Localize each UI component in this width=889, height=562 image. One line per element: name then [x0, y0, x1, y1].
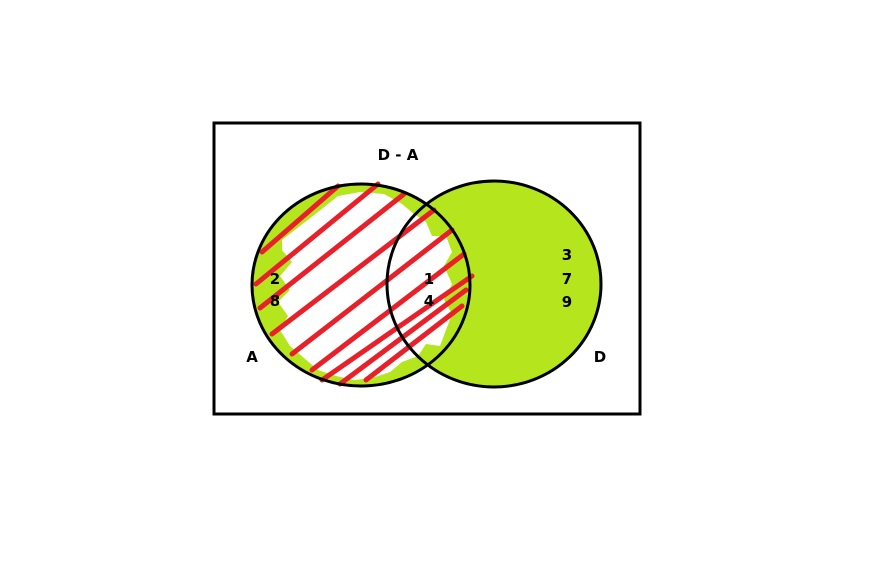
element-a-only: 2: [270, 270, 280, 288]
element-intersection: 4: [424, 292, 434, 310]
set-a-outline: [250, 182, 472, 388]
element-intersection: 1: [424, 270, 434, 288]
diagram-title: D - A: [378, 146, 419, 164]
element-d-only: 7: [562, 270, 572, 288]
set-label-d: D: [594, 348, 606, 366]
set-d-outline: [385, 179, 603, 389]
element-d-only: 3: [562, 246, 572, 264]
set-label-a: A: [246, 348, 258, 366]
element-d-only: 9: [562, 293, 572, 311]
element-a-only: 8: [270, 292, 280, 310]
hatch-lines: [253, 181, 475, 387]
